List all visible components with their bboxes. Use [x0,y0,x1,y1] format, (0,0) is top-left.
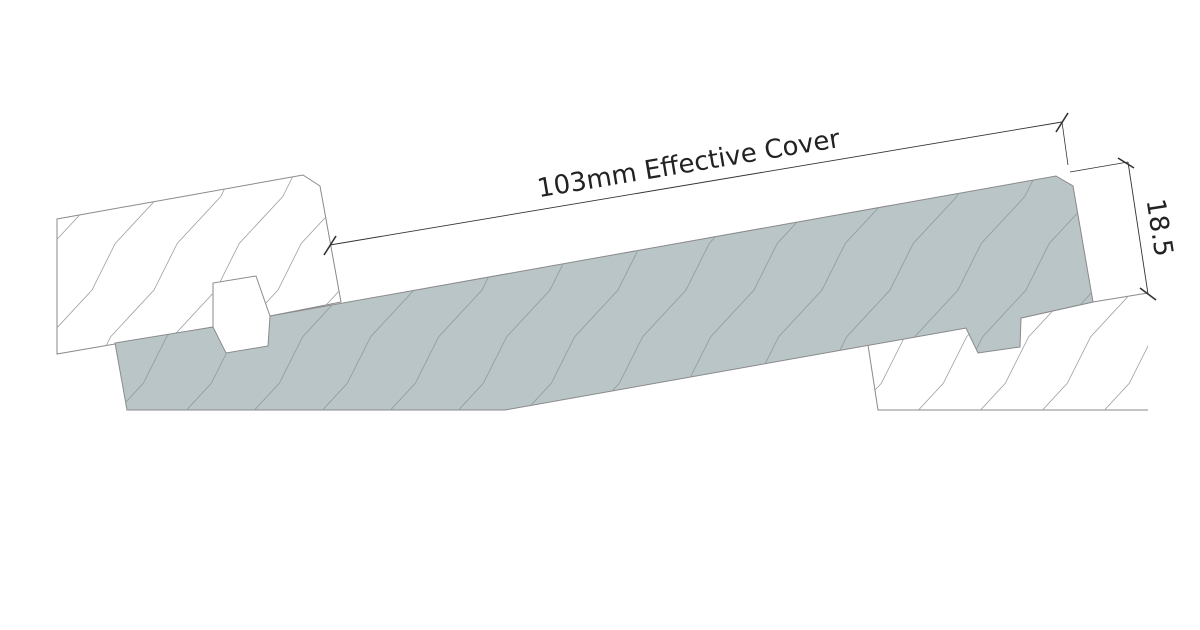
grain-line [57,175,59,354]
dimension-tick [1139,287,1157,301]
thickness-dimension-line [1127,161,1149,295]
thickness-label: 18.5 [1140,197,1179,259]
dimension-tick [1055,112,1069,133]
grain-line [1085,276,1148,410]
extension-line [1069,161,1129,173]
grain-line [57,175,245,354]
grain-line [1147,276,1148,410]
grain-line [167,175,341,354]
dimension-tick [323,235,337,256]
extension-line [1061,121,1069,166]
cover-label: 103mm Effective Cover [535,124,842,204]
cover-dimension-line [329,121,1063,246]
dimension-tick [1117,157,1135,169]
